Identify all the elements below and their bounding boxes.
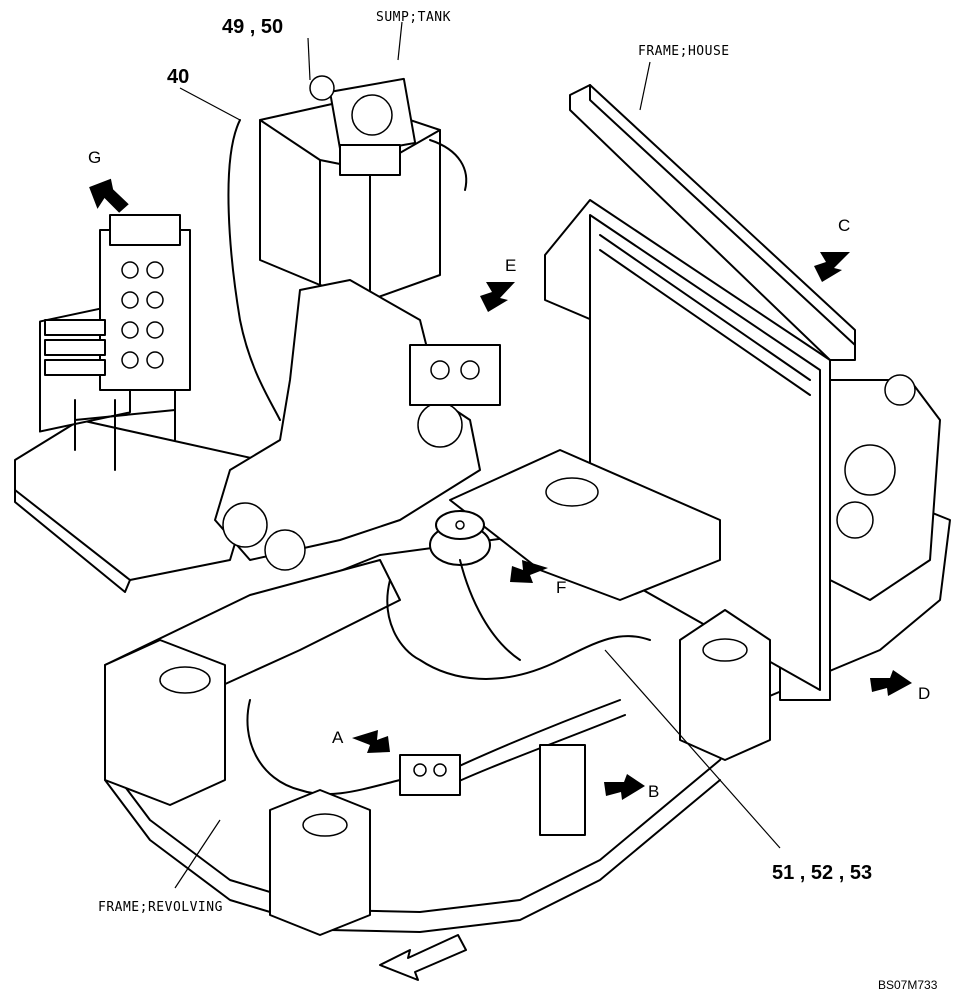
view-marker-a: A	[332, 728, 344, 747]
valve-block-a	[399, 754, 461, 796]
pump-assembly	[829, 374, 941, 601]
frame-revolving-label: FRAME;REVOLVING	[98, 900, 223, 915]
bracket-b	[539, 744, 586, 836]
view-marker-b: B	[648, 782, 660, 801]
view-arrow-b	[604, 774, 645, 800]
view-arrow-f	[510, 560, 548, 583]
view-arrow-c	[814, 252, 850, 282]
frame-house-label: FRAME;HOUSE	[638, 44, 730, 59]
part-number-49-50: 49 , 50	[222, 16, 284, 38]
front-corner-bracket	[269, 789, 371, 936]
view-marker-c: C	[838, 216, 851, 235]
left-corner-bracket	[104, 639, 226, 806]
drawing-code: BS07M733	[878, 978, 938, 992]
view-marker-g: G	[88, 148, 102, 167]
view-arrow-e	[480, 282, 515, 312]
control-valve	[39, 214, 191, 471]
view-arrow-a	[352, 730, 390, 753]
view-marker-e: E	[505, 256, 517, 275]
forward-direction-arrow	[379, 934, 467, 981]
swivel-joint	[429, 510, 491, 566]
view-arrow-g	[89, 178, 129, 213]
hose-40	[227, 119, 281, 421]
view-marker-d: D	[918, 684, 931, 703]
hydraulic-block-e	[409, 344, 501, 406]
part-number-40: 40	[167, 66, 190, 88]
view-marker-f: F	[556, 578, 567, 597]
right-corner-bracket	[679, 609, 771, 761]
part-number-51-52-53: 51 , 52 , 53	[772, 862, 873, 884]
view-arrow-d	[870, 670, 912, 696]
sump-tank-label: SUMP;TANK	[376, 10, 451, 25]
sump-tank	[259, 75, 441, 301]
